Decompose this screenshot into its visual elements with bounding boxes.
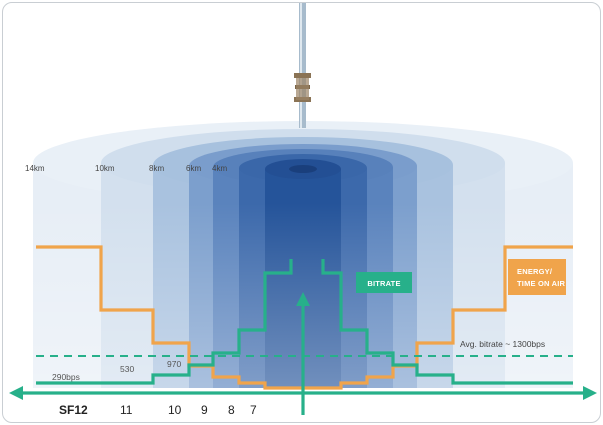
sf-label-8: 8 [228,403,235,417]
bitrate-curve-right [321,259,573,385]
distance-label-8km: 8km [149,164,164,173]
cylinder-core-hole [289,165,317,173]
horizontal-arrow-left-head [9,386,23,400]
energy-badge-line2: TIME ON AIR [517,279,566,288]
energy-badge-line1: ENERGY/ [517,267,553,276]
avg-bitrate-label: Avg. bitrate ~ 1300bps [460,339,545,349]
horizontal-arrow-right-head [583,386,597,400]
bitrate-badge: BITRATE [356,272,412,293]
distance-label-14km: 14km [25,164,45,173]
antenna-pole-highlight [300,3,302,128]
sf-label-12: SF12 [59,403,88,417]
horizontal-arrow [9,386,597,400]
sf-label-11: 11 [120,403,133,417]
bitrate-curve [36,259,293,385]
energy-badge: ENERGY/ TIME ON AIR [508,259,566,295]
sf-label-9: 9 [201,403,208,417]
lora-range-diagram: 14km 10km 8km 6km 4km 290bps 530 970 Avg… [9,3,597,417]
spreading-factors: SF12 11 10 9 8 7 [59,403,257,417]
antenna-clamp-top [294,73,311,78]
bitrate-badge-label: BITRATE [367,279,400,288]
vertical-arrow [296,292,310,415]
distance-labels: 14km 10km 8km 6km 4km [25,164,227,173]
bitrate-badge-box [356,272,412,293]
bitrate-value-sf11: 530 [120,364,134,374]
antenna-pole [299,3,306,128]
distance-label-6km: 6km [186,164,201,173]
vertical-arrow-head [296,292,310,306]
sf-label-7: 7 [250,403,257,417]
distance-label-10km: 10km [95,164,115,173]
energy-badge-box [508,259,566,295]
bitrate-value-sf12: 290bps [52,372,80,382]
antenna [294,3,311,128]
sf-label-10: 10 [168,403,182,417]
bitrate-values: 290bps 530 970 [52,359,181,382]
distance-label-4km: 4km [212,164,227,173]
bitrate-value-sf10: 970 [167,359,181,369]
antenna-mount [296,78,309,100]
